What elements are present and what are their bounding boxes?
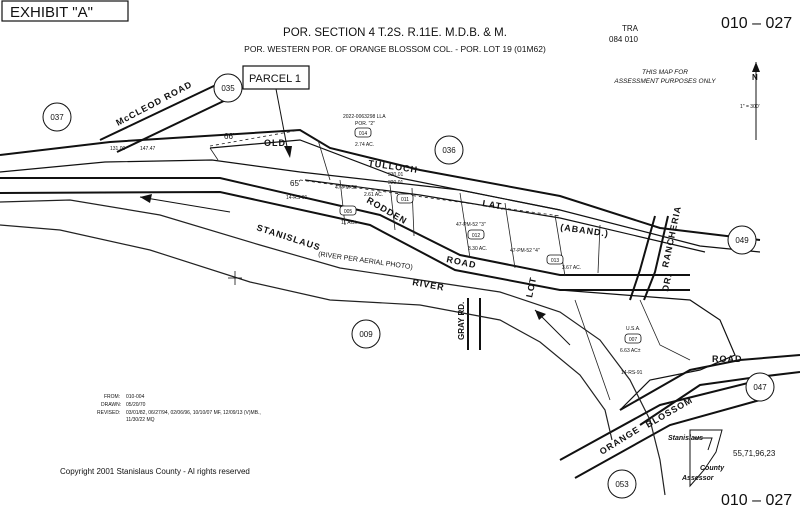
revised-label: REVISED:	[97, 410, 120, 416]
assessment-note-2: ASSESSMENT PURPOSES ONLY	[613, 78, 716, 85]
revised-value-2: 11/30/22 MQ	[126, 417, 155, 423]
adjacent-map-009[interactable]: 009	[351, 319, 381, 349]
svg-text:Stanislaus: Stanislaus	[668, 435, 703, 442]
orange-label: ORANGE	[598, 424, 642, 457]
adjacent-map-053[interactable]: 053	[607, 469, 637, 499]
map-scale: 1" = 300'	[740, 104, 760, 110]
svg-text:013: 013	[551, 258, 560, 264]
stanislaus-label: STANISLAUS	[255, 222, 322, 252]
dim-147: 147.47	[140, 146, 156, 152]
north-arrow-icon: N	[752, 62, 760, 140]
lla-note-1: 2022-0063298 LLA	[343, 114, 386, 120]
parcel-011[interactable]: 011 2.61 AC.	[364, 192, 414, 204]
parcel-013[interactable]: 013 3.67 AC.	[546, 254, 581, 271]
rancheria-dr-label: DR.	[660, 272, 674, 292]
revised-value-1: 03/01/82, 06/27/94, 02/06/96, 10/10/07 M…	[126, 410, 261, 416]
dim-66: 66'	[224, 132, 235, 141]
from-value: 010-004	[126, 394, 145, 400]
usa-label: U.S.A.	[626, 326, 640, 332]
road-right-label: ROAD	[712, 354, 743, 364]
title-line-1: POR. SECTION 4 T.2S. R.11E. M.D.B. & M.	[283, 27, 507, 39]
svg-text:6.63 AC±: 6.63 AC±	[620, 348, 641, 354]
svg-text:007: 007	[629, 337, 638, 343]
adjacent-map-047[interactable]: 047	[745, 372, 775, 402]
svg-text:012: 012	[472, 233, 481, 239]
dim-320: 320.01	[388, 180, 404, 186]
assessment-note-1: THIS MAP FOR	[642, 69, 688, 76]
from-label: FROM:	[104, 394, 120, 400]
adjacent-map-036[interactable]: 036	[434, 135, 464, 165]
parcel-callout-label: PARCEL 1	[249, 73, 301, 85]
rs-label-2: 14-RS-91	[621, 370, 643, 376]
page-refs: 55,71,96,23	[733, 449, 776, 458]
svg-text:3.30 AC.: 3.30 AC.	[468, 246, 487, 252]
svg-text:2.74 AC.: 2.74 AC.	[355, 142, 374, 148]
stanislaus-river	[0, 194, 666, 496]
svg-text:009: 009	[359, 330, 373, 339]
lat-label: LAT.	[482, 198, 506, 212]
crosshair-icon	[228, 271, 242, 285]
svg-text:County: County	[700, 465, 725, 472]
parcel-007[interactable]: 007 6.63 AC±	[620, 333, 642, 354]
svg-text:036: 036	[442, 146, 456, 155]
dim-131: 131.00	[110, 146, 126, 152]
exhibit-label: EXHIBIT "A"	[10, 4, 93, 21]
adjacent-map-037[interactable]: 037	[42, 102, 72, 132]
parcel-012[interactable]: 012 3.30 AC.	[467, 229, 487, 252]
parcel-linework	[0, 83, 800, 479]
svg-text:037: 037	[50, 113, 64, 122]
assessor-logo: Stanislaus County Assessor	[668, 429, 725, 488]
lot-label: LOT	[524, 276, 538, 299]
svg-text:011: 011	[401, 197, 409, 203]
svg-text:Assessor: Assessor	[681, 475, 715, 482]
map-number-top: 010 – 027	[721, 15, 792, 32]
drawn-label: DRAWN:	[101, 402, 121, 408]
adjacent-map-035[interactable]: 035	[213, 73, 243, 103]
river-label: RIVER	[412, 277, 446, 292]
dim-65: 65'	[290, 179, 301, 188]
copyright: Copyright 2001 Stanislaus County - Al ri…	[60, 467, 250, 476]
adjacent-map-049[interactable]: 049	[727, 225, 757, 255]
parcel-014[interactable]: 014 2.74 AC.	[354, 127, 374, 148]
north-symbol: N	[752, 73, 758, 82]
svg-text:3.67 AC.: 3.67 AC.	[562, 265, 581, 271]
aband-label: (ABAND.)	[560, 222, 610, 239]
pm-label-4: 47-PM-52 "4"	[510, 248, 540, 254]
svg-text:11 AC±: 11 AC±	[341, 220, 357, 226]
pm-label-1: 47-PM-52	[335, 185, 357, 191]
parcel-005[interactable]: 005 11 AC±	[339, 205, 357, 226]
lla-note-2: POR. "2"	[355, 121, 375, 127]
parcel-1-callout: PARCEL 1	[242, 65, 310, 158]
tra-number: 084 010	[609, 35, 638, 44]
rs-label-1: 14-RS-91	[286, 195, 308, 201]
title-line-2: POR. WESTERN POR. OF ORANGE BLOSSOM COL.…	[244, 44, 546, 54]
map-number-bottom: 010 – 027	[721, 492, 792, 509]
svg-text:049: 049	[735, 236, 749, 245]
svg-text:035: 035	[221, 84, 235, 93]
svg-text:005: 005	[344, 209, 353, 215]
gray-rd-label: GRAY RD.	[457, 302, 466, 340]
map-history: FROM: 010-004 DRAWN: 05/20/70 REVISED: 0…	[97, 394, 261, 423]
pm-label-3: 47-PM-52 "3"	[456, 222, 486, 228]
svg-text:014: 014	[359, 131, 368, 137]
tra-label: TRA	[622, 24, 639, 33]
drawn-value: 05/20/70	[126, 402, 146, 408]
svg-text:2.61 AC.: 2.61 AC.	[364, 192, 383, 198]
river-note: (RIVER PER AERIAL PHOTO)	[318, 251, 413, 271]
dim-330: 330.01	[388, 172, 404, 178]
exhibit-header: EXHIBIT "A"	[1, 0, 129, 22]
svg-text:047: 047	[753, 383, 767, 392]
old-road-label: OLD	[264, 138, 286, 148]
svg-text:053: 053	[615, 480, 629, 489]
